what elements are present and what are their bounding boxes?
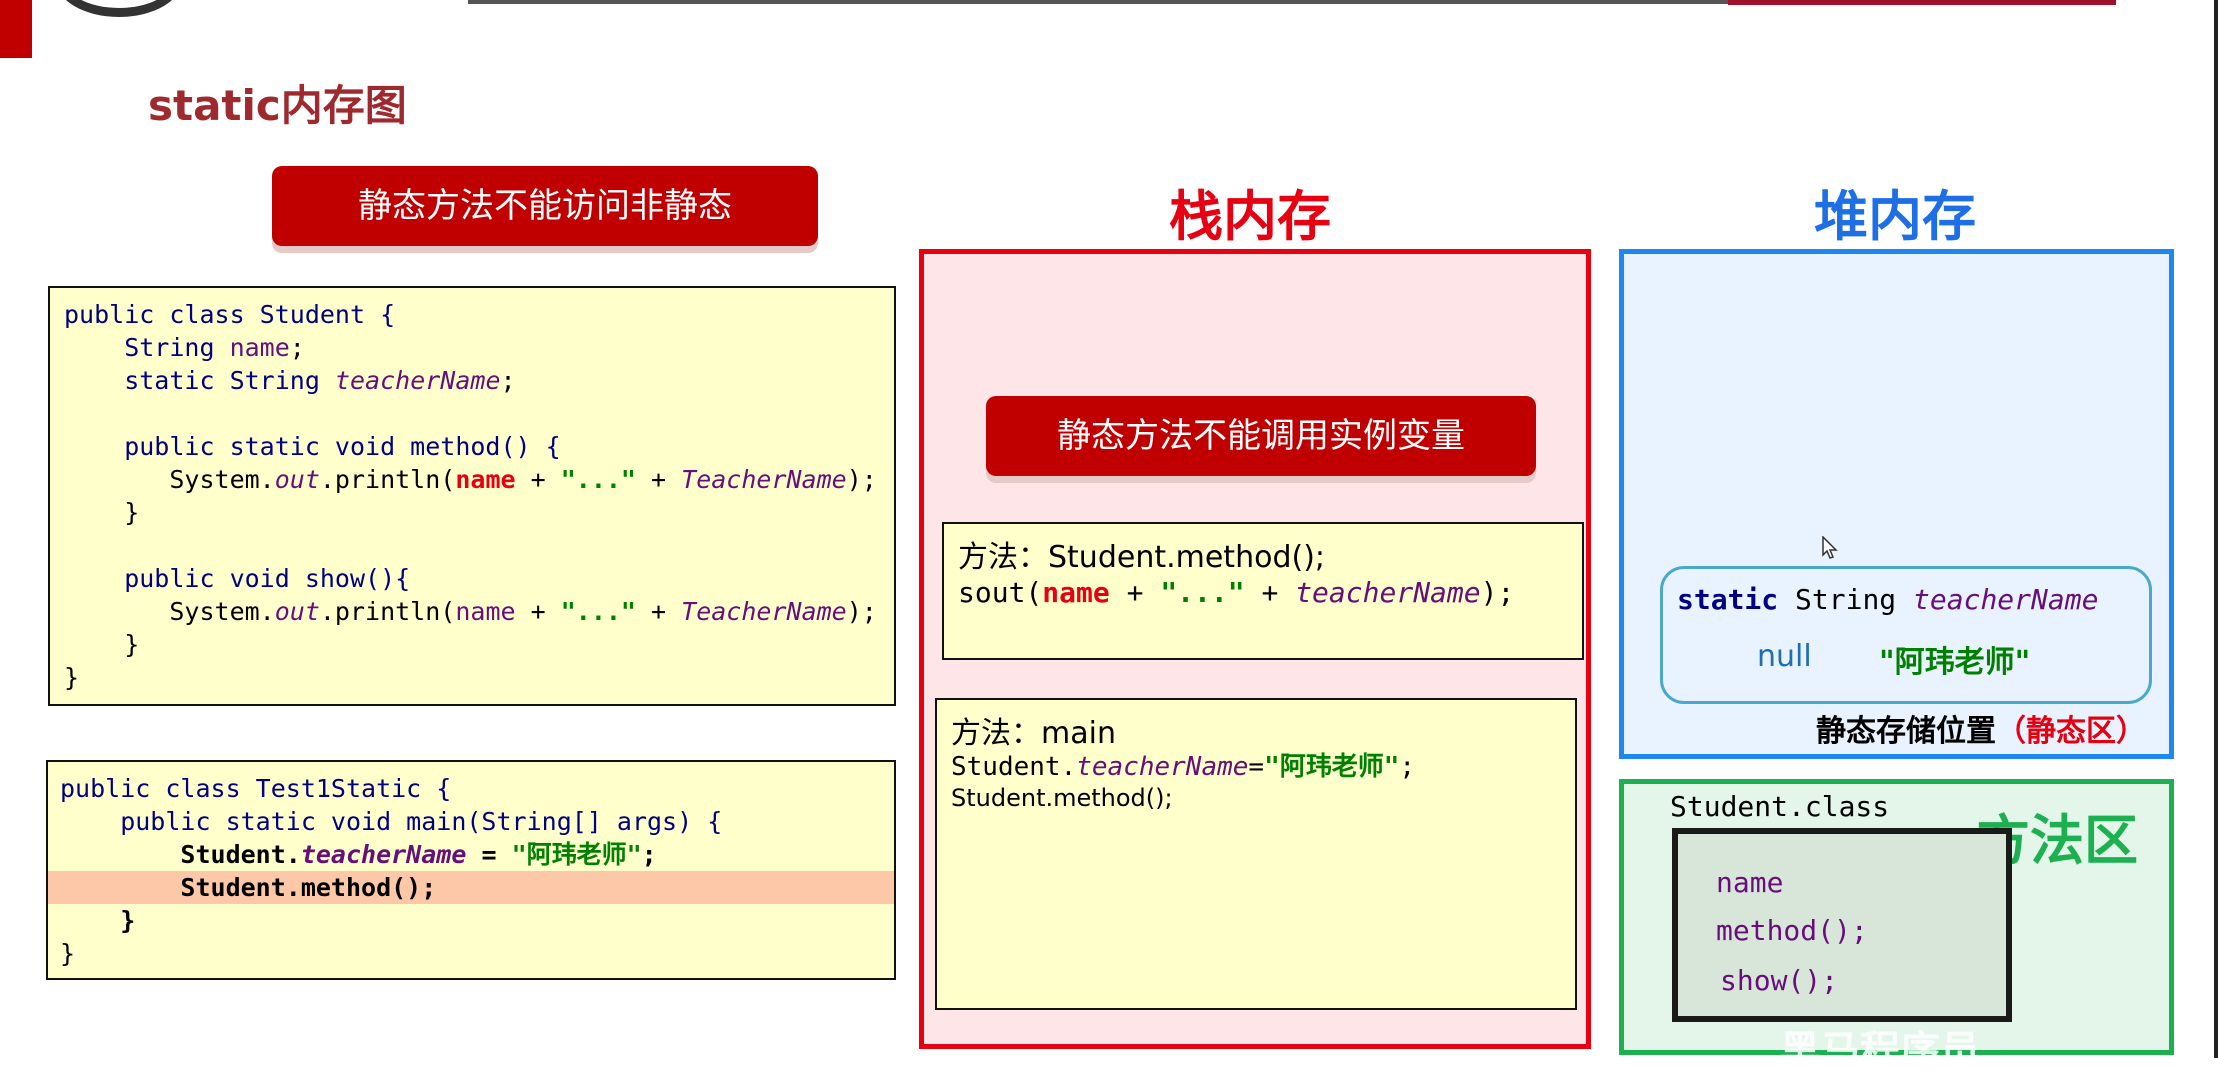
- code-line: }: [60, 906, 136, 935]
- class-member: name: [1716, 866, 1784, 899]
- top-divider-accent: [1728, 0, 2116, 5]
- static-field-teachername: static String teacherName null "阿玮老师": [1660, 566, 2152, 704]
- slide-title: static内存图: [148, 81, 407, 130]
- static-area-label: 静态存储位置（静态区）: [1816, 714, 2146, 749]
- right-edge-bar: [2214, 0, 2218, 1058]
- watermark: 黑马程序员: [1780, 1028, 1980, 1074]
- code-line: }: [64, 498, 140, 527]
- code-line: public class Student {: [64, 300, 396, 329]
- logo-arc: [55, 0, 183, 17]
- class-member: show();: [1720, 964, 1839, 997]
- code-line: public class Test1Static {: [60, 774, 452, 803]
- class-members-box: name method(); show();: [1672, 828, 2012, 1022]
- code-line: System.out.println(name + "..." + Teache…: [64, 465, 877, 494]
- static-field-new-value: "阿玮老师": [1879, 645, 2031, 680]
- code-test-class: public class Test1Static { public static…: [46, 760, 896, 980]
- top-divider-line: [468, 0, 1728, 4]
- frame-main-call: Student.method();: [951, 784, 1173, 812]
- code-line: public void show(){: [64, 564, 411, 593]
- code-line: static String teacherName;: [64, 366, 516, 395]
- code-line: public static void method() {: [64, 432, 561, 461]
- code-line: }: [64, 663, 80, 692]
- frame-method-label: 方法：Student.method();: [958, 540, 1326, 575]
- stack-frame-main: 方法：main Student.teacherName="阿玮老师"; Stud…: [935, 698, 1577, 1010]
- code-line: public static void main(String[] args) {: [60, 807, 723, 836]
- heap-memory-title: 堆内存: [1814, 185, 1976, 248]
- code-line-highlighted: Student.method();: [48, 871, 894, 904]
- static-field-old-value: null: [1757, 639, 1812, 674]
- corner-tab: [0, 0, 32, 58]
- frame-main-assign: Student.teacherName="阿玮老师";: [951, 752, 1416, 782]
- frame-method-code: sout(name + "..." + teacherName);: [958, 576, 1515, 609]
- code-student-class: public class Student { String name; stat…: [48, 286, 896, 706]
- frame-main-label: 方法：main: [951, 716, 1116, 751]
- code-line: Student.teacherName = "阿玮老师";: [60, 840, 657, 869]
- static-field-declaration: static String teacherName: [1677, 583, 2099, 616]
- class-file-name: Student.class: [1670, 790, 1890, 823]
- code-line: }: [60, 939, 76, 968]
- mouse-cursor-icon: [1822, 536, 1838, 559]
- stack-frame-method: 方法：Student.method(); sout(name + "..." +…: [942, 522, 1584, 660]
- banner-static-cannot-access-nonstatic: 静态方法不能访问非静态: [272, 166, 818, 246]
- banner-static-cannot-call-instance: 静态方法不能调用实例变量: [986, 396, 1536, 476]
- class-member: method();: [1716, 914, 1868, 947]
- code-line: String name;: [64, 333, 305, 362]
- code-line: }: [64, 630, 140, 659]
- code-line: System.out.println(name + "..." + Teache…: [64, 597, 877, 626]
- stack-memory-title: 栈内存: [1169, 185, 1331, 248]
